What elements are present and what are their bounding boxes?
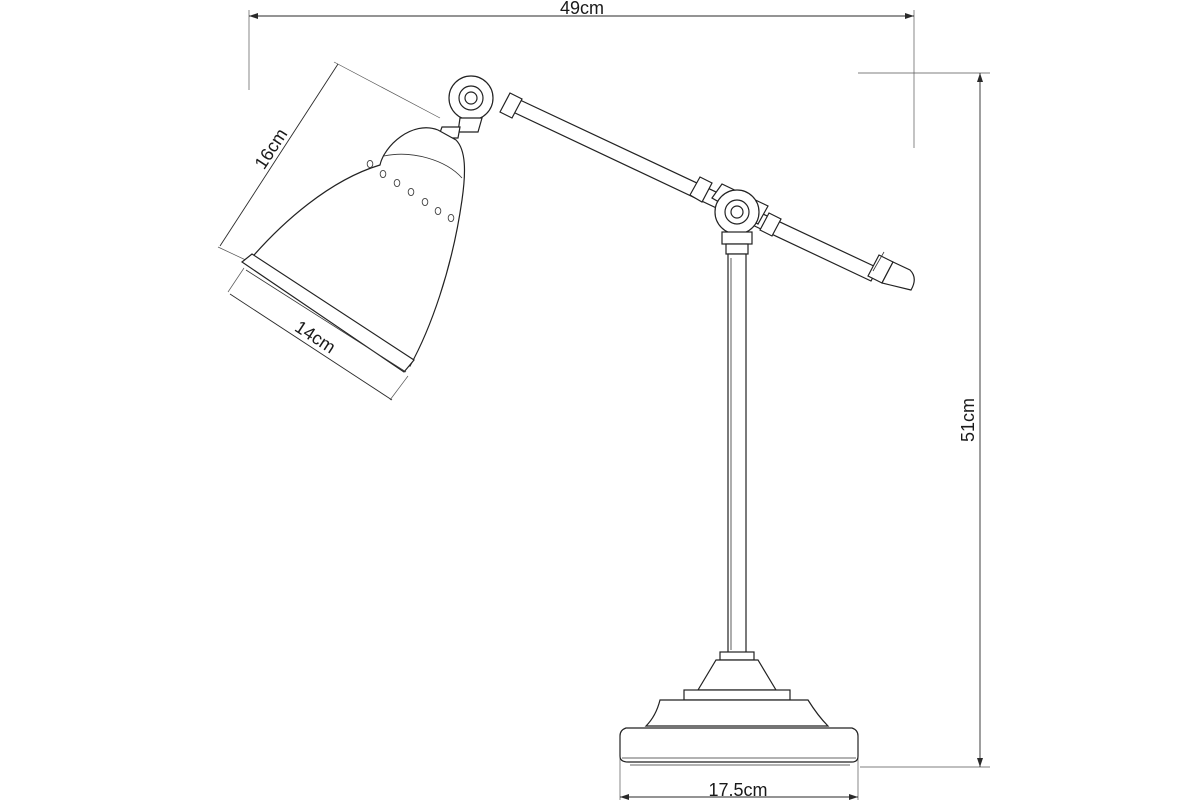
label-height-total: 51cm: [958, 398, 978, 442]
label-width-total: 49cm: [560, 0, 604, 18]
lamp-arm: [499, 92, 915, 291]
dimension-width-total: 49cm: [248, 0, 915, 148]
lamp-stem: [727, 253, 747, 655]
label-shade-length: 16cm: [251, 125, 292, 173]
dimension-base-width: 17.5cm: [619, 740, 859, 800]
lamp-lower-joint: [711, 183, 769, 255]
lamp-drawing: [240, 75, 915, 766]
label-base-width: 17.5cm: [708, 780, 767, 800]
lamp-base: [619, 651, 859, 766]
shade-vent-holes: [366, 159, 455, 223]
lamp-upper-joint: [437, 75, 494, 139]
lamp-shade: [240, 127, 466, 373]
dimension-height-total: 51cm: [858, 72, 990, 768]
